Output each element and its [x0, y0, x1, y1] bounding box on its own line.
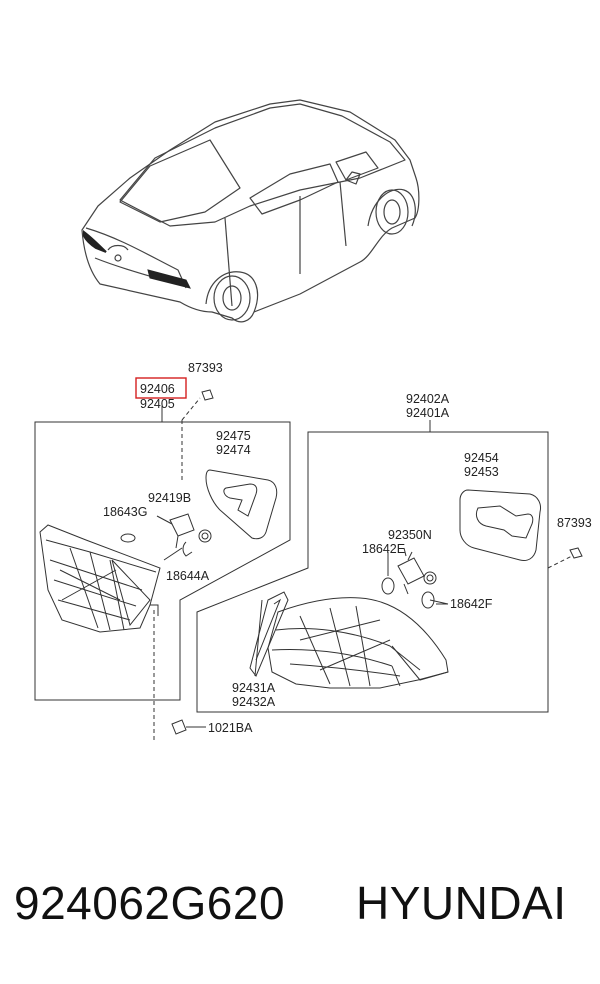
left-leaders [156, 515, 183, 561]
label-92453: 92453 [464, 465, 499, 479]
inner-socket-drawing [120, 513, 212, 557]
outer-gasket-drawing [459, 489, 541, 561]
caption: 924062G620 HYUNDAI [0, 876, 600, 956]
label-92405: 92405 [140, 397, 175, 411]
label-92475: 92475 [216, 429, 251, 443]
label-92402A: 92402A [406, 392, 450, 406]
outer-lamp-box [196, 420, 549, 713]
label-92474: 92474 [216, 443, 251, 457]
brand-name: HYUNDAI [356, 877, 567, 929]
outer-tail-lamp-drawing [249, 591, 449, 689]
label-92350N: 92350N [388, 528, 432, 542]
part-code: 924062G620 [14, 877, 286, 929]
car-tail-lamp-left-mark [83, 229, 107, 253]
label-1021BA: 1021BA [208, 721, 253, 735]
nut-87393-right-drawing [547, 547, 583, 569]
label-92432A: 92432A [232, 695, 276, 709]
label-18644A: 18644A [166, 569, 210, 583]
inner-gasket-drawing [205, 469, 278, 540]
label-92419B: 92419B [148, 491, 191, 505]
label-87393-right: 87393 [557, 516, 592, 530]
car-illustration [81, 99, 420, 323]
clip-1021BA-drawing [171, 719, 206, 735]
right-leaders [254, 547, 449, 677]
inner-tail-lamp-drawing [39, 524, 161, 633]
dashed-guides [153, 397, 201, 742]
inner-lamp-box [34, 406, 291, 701]
label-92406: 92406 [140, 382, 175, 396]
nut-87393-top-drawing [201, 389, 214, 401]
label-18643G: 18643G [103, 505, 147, 519]
label-18642F: 18642F [450, 597, 493, 611]
label-92401A: 92401A [406, 406, 450, 420]
highlight-box-92406 [135, 377, 187, 399]
car-tail-lamp-right-mark [147, 269, 191, 289]
label-87393-top: 87393 [188, 361, 223, 375]
label-18642E: 18642E [362, 542, 405, 556]
outer-socket-drawing [381, 551, 437, 609]
label-92431A: 92431A [232, 681, 276, 695]
label-92454: 92454 [464, 451, 499, 465]
